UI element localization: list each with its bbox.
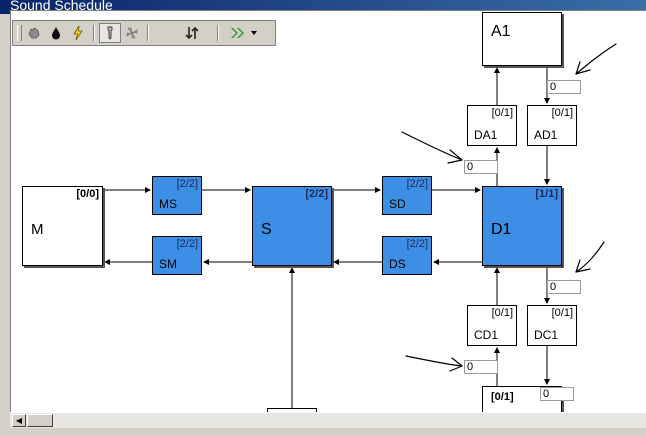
module-SM-label: SM <box>159 257 177 271</box>
module-AD1-count: [0/1] <box>551 107 573 119</box>
module-DA1[interactable]: [0/1] DA1 <box>467 105 517 146</box>
module-AD1-label: AD1 <box>534 128 558 142</box>
module-SD[interactable]: [2/2] SD <box>382 176 432 215</box>
module-S-count: [2/2] <box>305 188 328 200</box>
module-DA1-count: [0/1] <box>491 107 513 119</box>
module-D1-count: [1/1] <box>535 188 558 200</box>
module-bottom-count: [0/1] <box>491 391 514 403</box>
module-D1[interactable]: [1/1] D1 <box>482 186 562 266</box>
schedule-input-2[interactable] <box>464 160 498 174</box>
window-title: Sound Schedule <box>10 0 113 13</box>
toolbar-separator <box>93 25 95 41</box>
module-AD1[interactable]: [0/1] AD1 <box>527 105 577 146</box>
module-MS-count: [2/2] <box>176 178 198 190</box>
module-M[interactable]: [0/0] M <box>22 186 103 266</box>
module-DA1-label: DA1 <box>474 128 498 142</box>
wrench-icon[interactable] <box>99 23 121 43</box>
scroll-left-button[interactable]: ◀ <box>12 414 26 427</box>
module-DC1-label: DC1 <box>534 328 559 342</box>
fan-icon[interactable] <box>121 23 143 43</box>
double-chevron-icon[interactable] <box>227 23 263 43</box>
scroll-thumb[interactable] <box>27 414 53 427</box>
module-SM-count: [2/2] <box>176 238 198 250</box>
module-DS-count: [2/2] <box>406 238 428 250</box>
sort-arrows-icon[interactable] <box>181 23 203 43</box>
module-DC1-count: [0/1] <box>551 307 573 319</box>
schedule-input-3[interactable] <box>547 280 581 294</box>
toolbar <box>12 20 276 46</box>
module-M-count: [0/0] <box>76 188 99 200</box>
module-DC1[interactable]: [0/1] DC1 <box>527 305 577 346</box>
module-MS-label: MS <box>159 197 177 211</box>
hand-icon[interactable] <box>23 23 45 43</box>
module-CD1-count: [0/1] <box>491 307 513 319</box>
module-D1-label: D1 <box>491 221 512 238</box>
module-CD1-label: CD1 <box>474 328 499 342</box>
toolbar-separator <box>147 25 149 41</box>
module-CD1[interactable]: [0/1] CD1 <box>467 305 517 346</box>
toolbar-grip[interactable] <box>17 25 22 41</box>
module-SD-label: SD <box>389 197 406 211</box>
module-M-label: M <box>31 221 44 238</box>
lightning-icon[interactable] <box>67 23 89 43</box>
module-MS[interactable]: [2/2] MS <box>152 176 202 215</box>
module-A1[interactable]: A1 <box>482 12 562 66</box>
module-DS[interactable]: [2/2] DS <box>382 236 432 275</box>
module-DS-label: DS <box>389 257 406 271</box>
horizontal-scrollbar[interactable]: ◀ <box>10 412 646 428</box>
module-A1-label: A1 <box>491 23 511 40</box>
module-S-label: S <box>261 221 272 238</box>
drop-icon[interactable] <box>45 23 67 43</box>
schedule-input-4[interactable] <box>464 360 498 374</box>
toolbar-separator <box>217 25 219 41</box>
schedule-input-5[interactable] <box>540 387 574 401</box>
module-SM[interactable]: [2/2] SM <box>152 236 202 275</box>
module-SD-count: [2/2] <box>406 178 428 190</box>
module-S[interactable]: [2/2] S <box>252 186 332 266</box>
schedule-input-1[interactable] <box>547 80 581 94</box>
